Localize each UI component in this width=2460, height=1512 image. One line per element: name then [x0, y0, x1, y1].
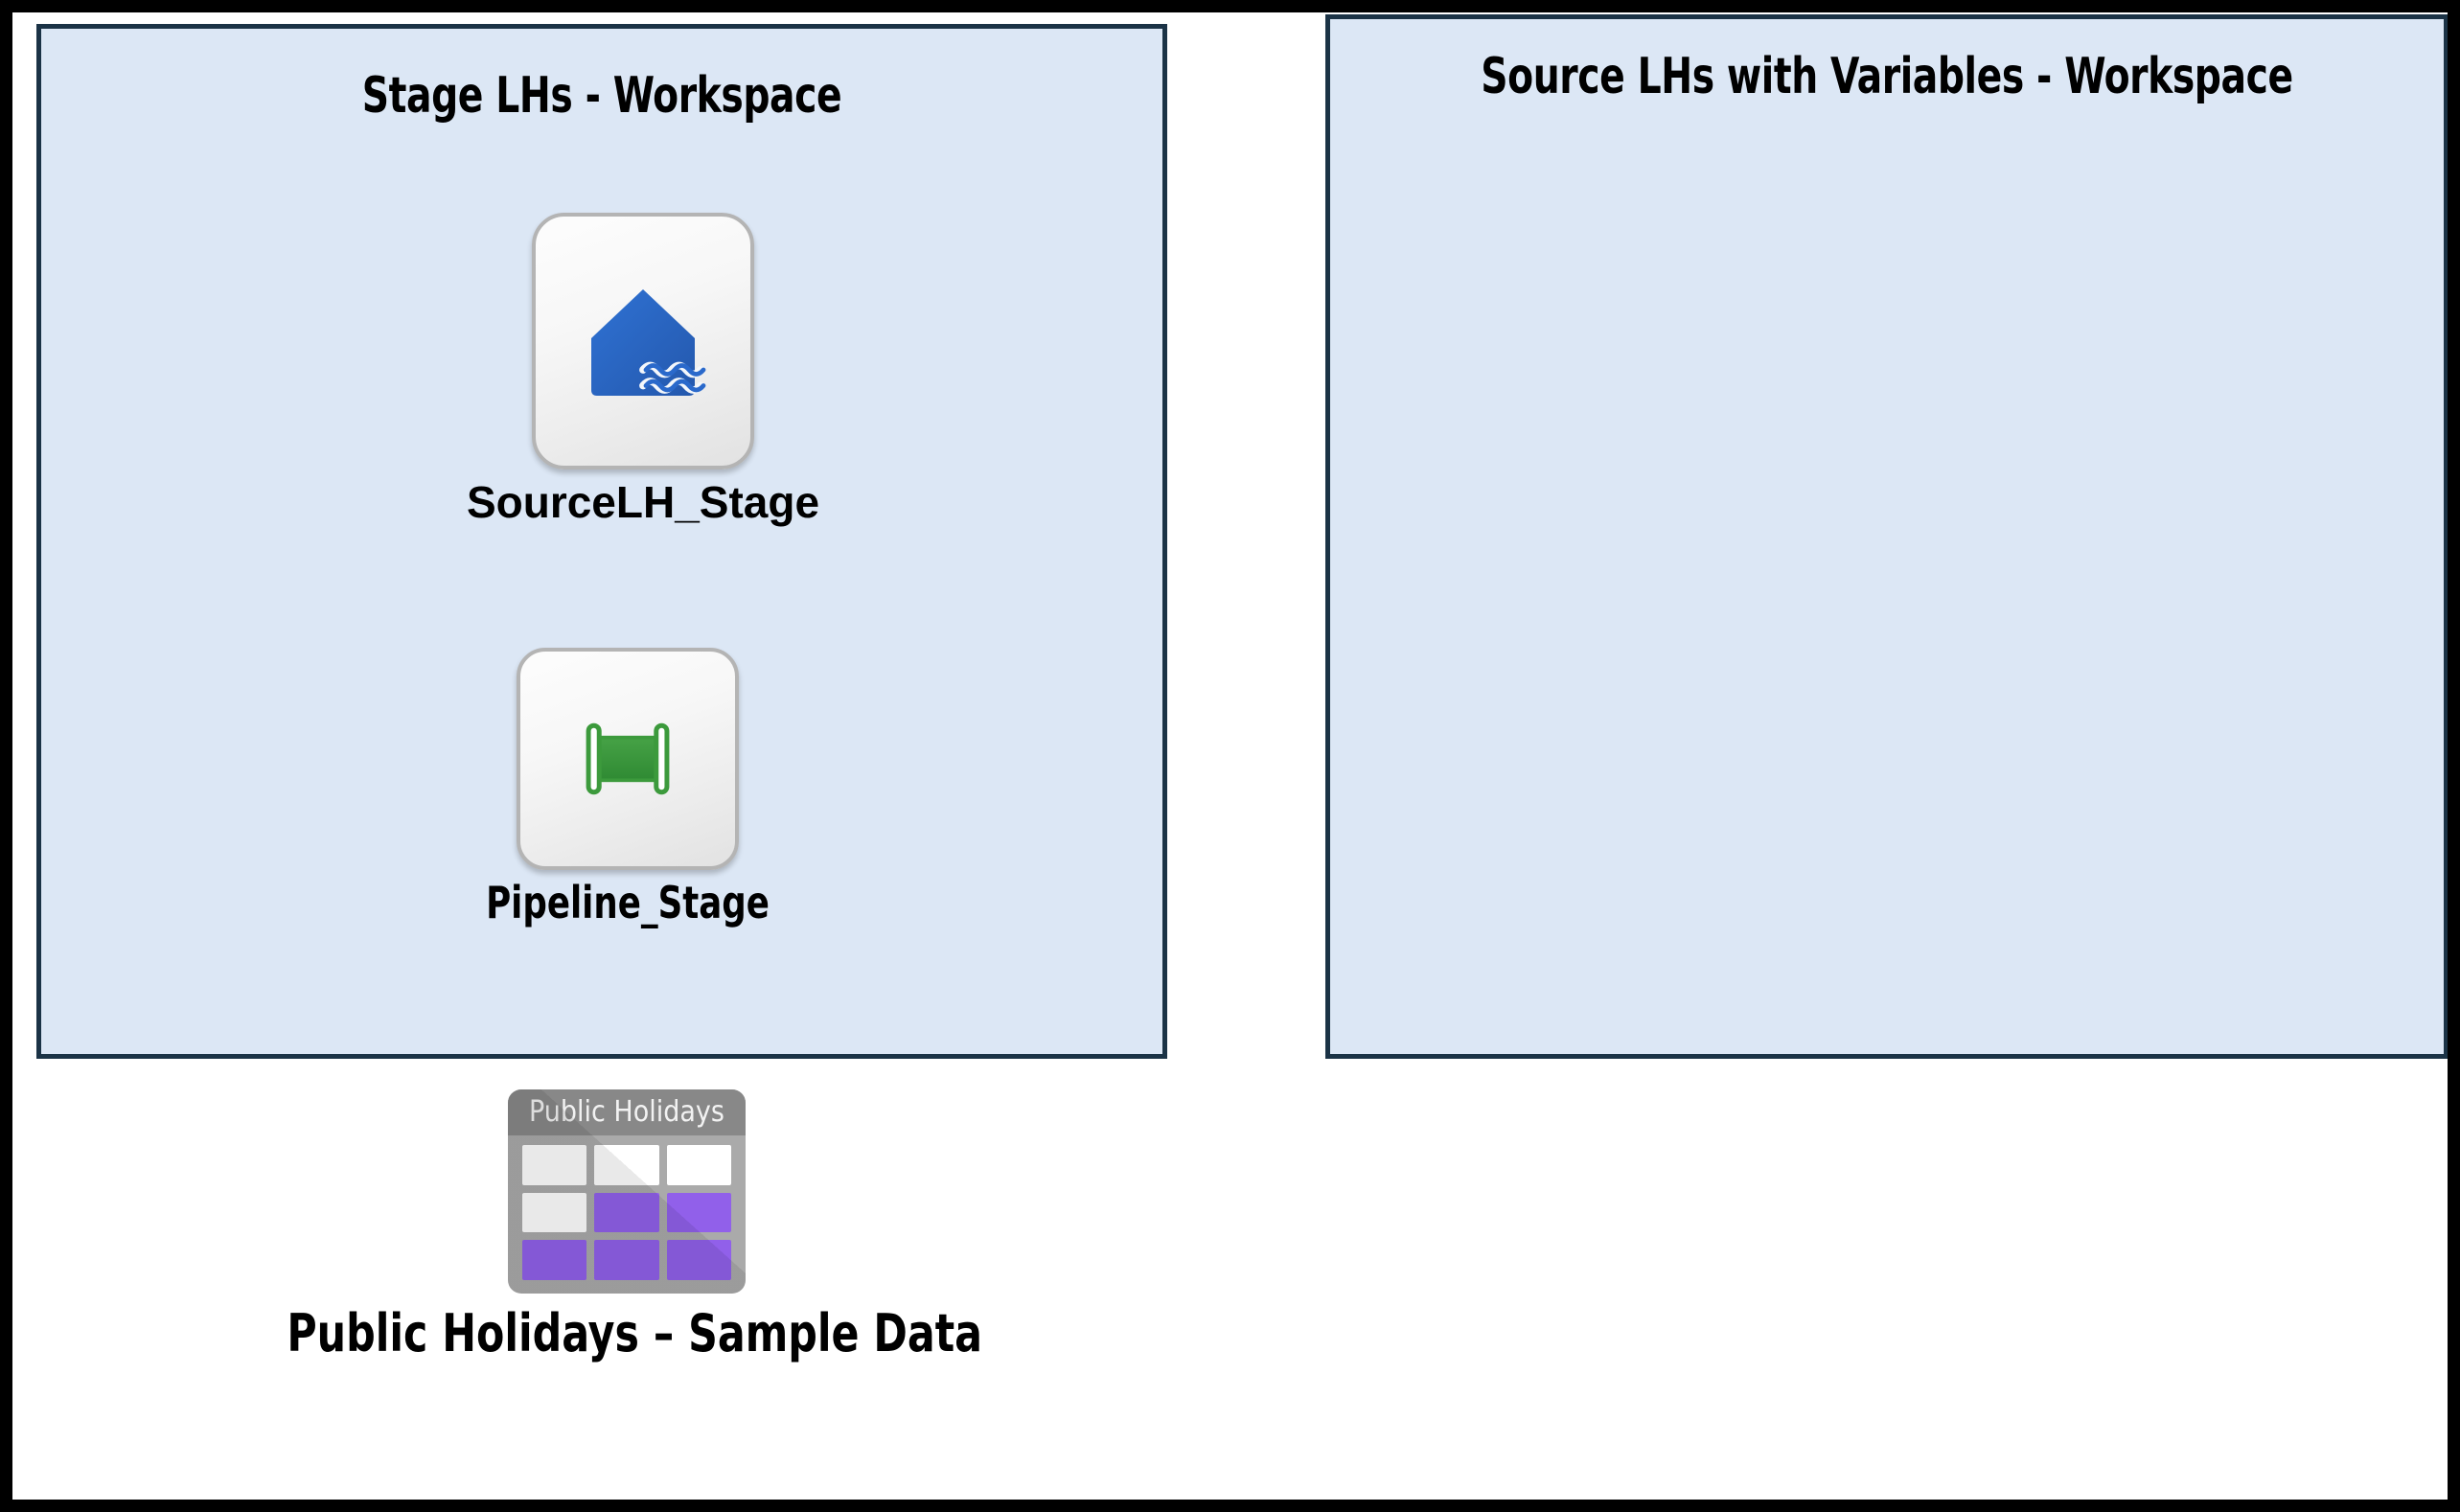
panel-title-source: Source LHs with Variables - Workspace: [1481, 48, 2293, 105]
lakehouse-tile[interactable]: [532, 213, 754, 470]
workspace-panel-stage: Stage LHs - Workspace: [36, 24, 1167, 1059]
table-cell: [522, 1240, 587, 1280]
table-icon-header: Public Holidays: [508, 1089, 746, 1135]
pipeline-tile[interactable]: [517, 648, 739, 870]
table-cell: [666, 1192, 731, 1233]
panel-title-stage: Stage LHs - Workspace: [361, 67, 842, 125]
table-cell: [594, 1145, 659, 1185]
table-grid: [522, 1145, 731, 1280]
item-label: SourceLH_Stage: [466, 477, 820, 527]
table-cell: [594, 1192, 659, 1233]
item-public-holidays[interactable]: Public Holidays Public Holidays – Sample…: [241, 1089, 1013, 1362]
table-cell: [594, 1240, 659, 1280]
item-sourcelh-stage[interactable]: SourceLH_Stage: [421, 213, 865, 525]
item-label: Pipeline_Stage: [486, 877, 770, 928]
table-cell: [522, 1145, 587, 1185]
pipeline-icon: [568, 699, 687, 818]
lakehouse-icon: [571, 269, 715, 413]
table-cell: [666, 1145, 731, 1185]
table-cell: [522, 1192, 587, 1233]
item-pipeline-stage[interactable]: Pipeline_Stage: [405, 648, 850, 926]
item-label: Public Holidays – Sample Data: [287, 1303, 983, 1363]
table-icon[interactable]: Public Holidays: [508, 1089, 746, 1294]
table-cell: [666, 1240, 731, 1280]
workspace-panel-source: Source LHs with Variables - Workspace: [1325, 14, 2448, 1059]
